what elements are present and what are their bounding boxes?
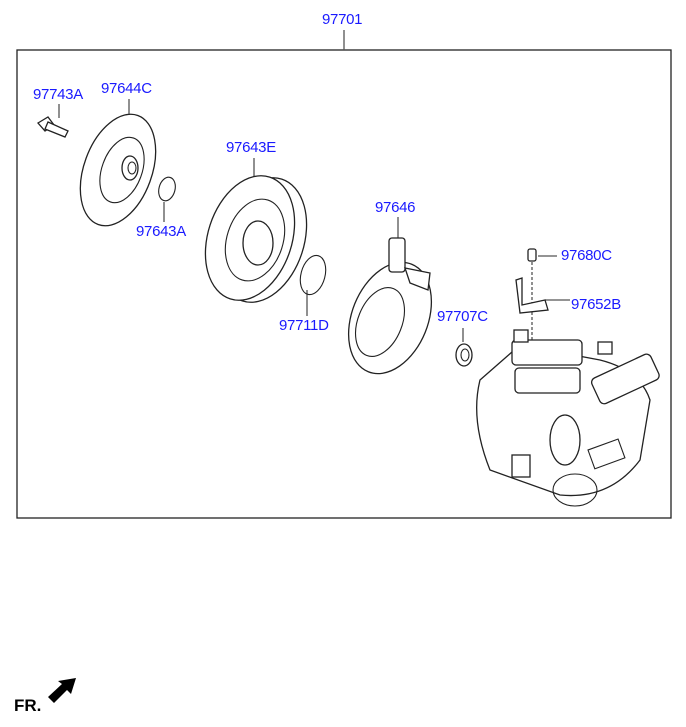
shim-97643A <box>158 176 176 202</box>
part-label-97644C[interactable]: 97644C <box>101 80 152 97</box>
part-label-97646[interactable]: 97646 <box>375 199 416 216</box>
bolt-97680C <box>527 248 537 262</box>
part-label-97711D[interactable]: 97711D <box>279 317 329 334</box>
bolt-97743A <box>36 116 69 138</box>
part-label-97643E[interactable]: 97643E <box>226 139 276 156</box>
clutch-hub-97644C <box>79 113 157 227</box>
part-label-97707C[interactable]: 97707C <box>437 308 488 325</box>
bracket-97652B <box>515 277 549 314</box>
front-direction-label: FR. <box>14 696 42 715</box>
part-label-97701[interactable]: 97701 <box>322 11 363 28</box>
part-label-97643A[interactable]: 97643A <box>136 223 186 240</box>
compressor-body <box>476 329 660 507</box>
pulley-97643E <box>204 175 308 303</box>
part-label-97743A[interactable]: 97743A <box>33 86 83 103</box>
seal-97707C <box>455 343 473 367</box>
snap-ring-97711D <box>299 254 327 296</box>
part-label-97652B[interactable]: 97652B <box>571 296 621 313</box>
part-label-97680C[interactable]: 97680C <box>561 247 612 264</box>
field-coil-97646 <box>347 237 433 375</box>
front-direction-arrow-icon <box>48 678 76 703</box>
